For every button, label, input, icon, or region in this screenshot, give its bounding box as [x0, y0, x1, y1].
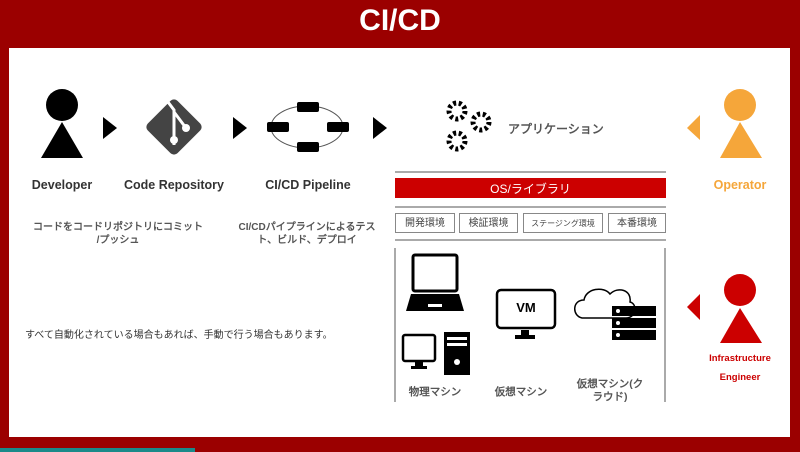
- virtual-machine-label: 仮想マシン: [494, 386, 548, 398]
- infra-label-line2: Engineer: [719, 372, 761, 383]
- progress-strip: [0, 448, 195, 452]
- vm-monitor-icon: [495, 288, 557, 339]
- pipeline-desc-line2: ト、ビルド、デプロイ: [257, 235, 357, 246]
- desktop-icon: [401, 332, 470, 375]
- cloud-vm-line1: 仮想マシン(ク: [576, 378, 644, 390]
- commit-desc-line2: /プッシュ: [96, 235, 140, 246]
- developer-label: Developer: [31, 178, 93, 192]
- pipeline-icon: [267, 102, 349, 152]
- pipeline-description: CI/CDパイプラインによるテスト、ビルド、デプロイ: [207, 221, 407, 247]
- infra-label-line1: Infrastructure: [709, 353, 771, 364]
- arrow-right-icon: [233, 117, 247, 139]
- content-panel: [9, 48, 790, 437]
- env-staging: ステージング環境: [523, 213, 603, 233]
- page-title: CI/CD: [359, 4, 441, 37]
- os-library-label: OS/ライブラリ: [490, 182, 571, 196]
- arrow-left-icon: [687, 294, 700, 320]
- code-repository-label: Code Repository: [123, 178, 224, 192]
- vm-label: VM: [516, 300, 536, 315]
- commit-desc-line1: コードをコードリポジトリにコミット: [33, 222, 203, 233]
- laptop-icon: [406, 253, 464, 311]
- operator-label: Operator: [713, 178, 767, 192]
- os-library-bar: [395, 178, 666, 198]
- physical-machine-label: 物理マシン: [408, 386, 462, 398]
- divider: [395, 239, 666, 241]
- divider: [395, 206, 666, 208]
- commit-description: コードをコードリポジトリにコミット/プッシュ: [18, 221, 218, 247]
- arrow-right-icon: [373, 117, 387, 139]
- cloud-server-icon: [574, 288, 656, 340]
- pipeline-label: CI/CD Pipeline: [265, 178, 351, 192]
- cloud-vm-line2: ラウド): [592, 391, 628, 403]
- application-label: アプリケーション: [508, 122, 604, 136]
- arrow-left-icon: [687, 115, 700, 140]
- gears-icon: [446, 100, 492, 152]
- cloud-vm-label: 仮想マシン(クラウド): [560, 378, 660, 404]
- operator-icon: [720, 89, 762, 158]
- automation-note: すべて自動化されている場合もあれば、手動で行う場合もあります。: [25, 330, 333, 341]
- git-icon: [146, 99, 202, 155]
- env-development: 開発環境: [395, 213, 455, 233]
- divider: [395, 171, 666, 173]
- env-verification: 検証環境: [459, 213, 518, 233]
- env-production: 本番環境: [608, 213, 666, 233]
- developer-icon: [41, 89, 83, 158]
- pipeline-desc-line1: CI/CDパイプラインによるテス: [238, 222, 376, 233]
- arrow-right-icon: [103, 117, 117, 139]
- infra-engineer-icon: [720, 274, 762, 343]
